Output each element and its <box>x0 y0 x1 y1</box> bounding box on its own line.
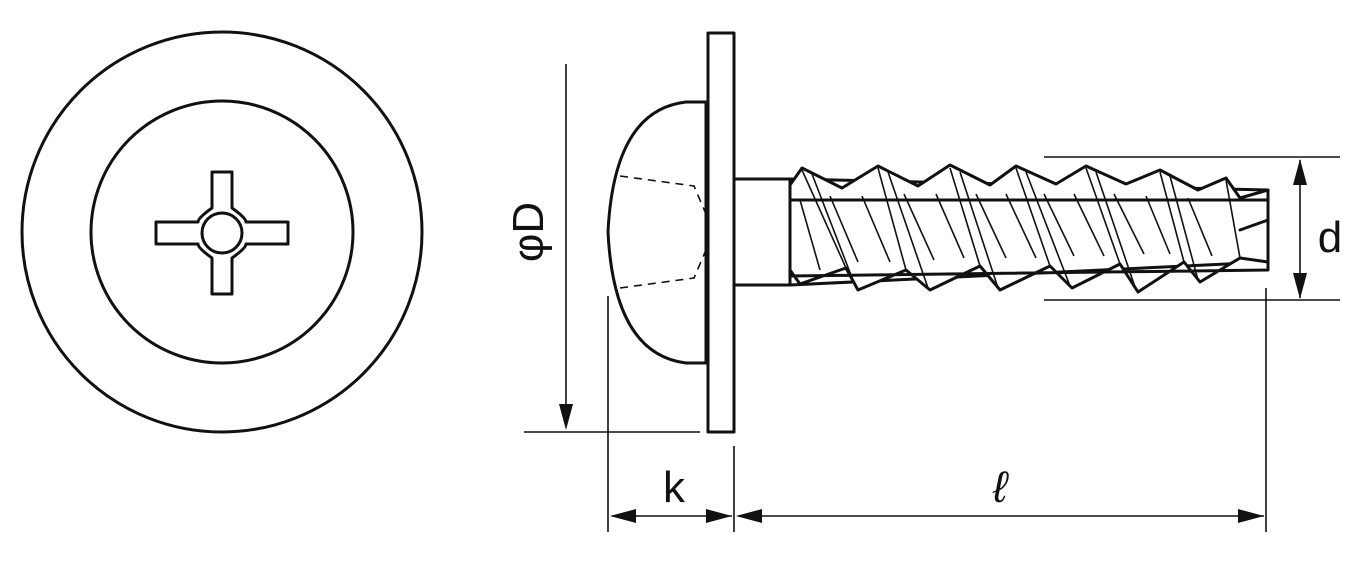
arrowhead-diameter <box>559 404 573 430</box>
arrowhead-k-right <box>706 509 732 523</box>
arrowhead-d-top <box>1293 159 1307 185</box>
dimension-diameter: φD <box>504 64 700 433</box>
shank-neck <box>732 177 792 287</box>
screw-tip-notch <box>1238 218 1270 232</box>
label-thread-diameter: d <box>1318 213 1342 262</box>
washer-flange <box>706 31 736 434</box>
thread-upper-profile <box>788 163 1270 202</box>
screw-side-view <box>606 31 1270 434</box>
phillips-cross-recess-icon <box>154 170 290 296</box>
dimension-thread-diameter: d <box>1044 156 1342 301</box>
recess-hidden-line-bottom <box>619 249 707 289</box>
label-head-height: k <box>663 463 686 512</box>
arrowhead-k-left <box>610 509 636 523</box>
head-top-view <box>20 30 424 434</box>
head-inner-circle <box>89 99 355 365</box>
arrowhead-l-left <box>736 509 762 523</box>
label-diameter: φD <box>504 202 553 262</box>
arrowhead-d-bottom <box>1293 273 1307 299</box>
dome-head <box>606 100 708 365</box>
phillips-center-circle <box>200 211 244 255</box>
dimension-length: ℓ <box>736 288 1267 532</box>
thread-helix-lines <box>799 167 1241 291</box>
label-length: ℓ <box>992 463 1009 512</box>
washer-outer-circle <box>20 30 424 434</box>
arrowhead-l-right <box>1238 509 1264 523</box>
recess-hidden-line-top <box>619 175 707 215</box>
dimension-head-height: k <box>607 296 735 532</box>
